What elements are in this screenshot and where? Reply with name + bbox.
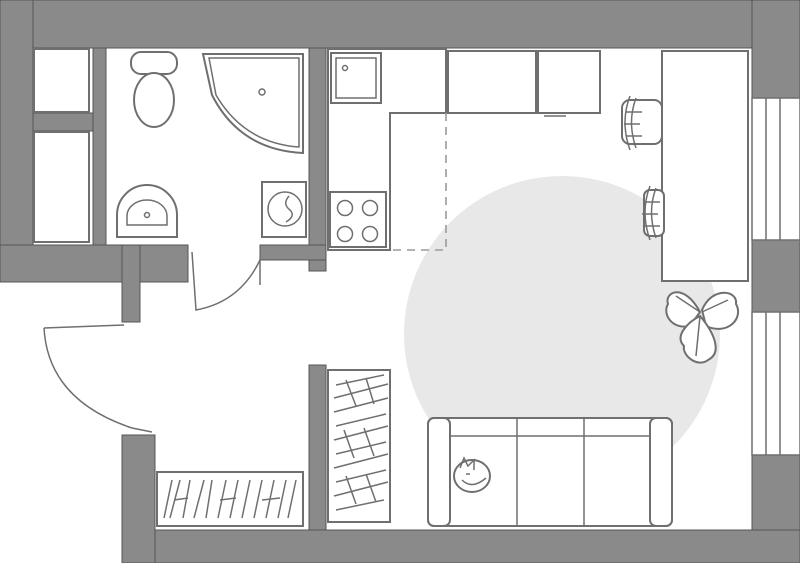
bathroom-sink — [116, 184, 178, 238]
counter-outline — [390, 113, 447, 251]
wall-cabinet-right — [537, 50, 601, 117]
storage-shelf-lower — [33, 131, 90, 243]
storage-shelf-upper — [33, 48, 90, 113]
bathroom-door[interactable] — [191, 251, 261, 311]
bar-stool-lower — [642, 185, 665, 241]
wardrobe — [327, 369, 391, 523]
window-top — [751, 97, 800, 241]
washing-machine — [261, 181, 307, 238]
shoe-rack — [156, 471, 304, 527]
sofa — [427, 417, 673, 527]
toilet — [130, 51, 178, 128]
bar-stool-upper — [621, 95, 663, 151]
cat — [453, 456, 491, 493]
cooktop — [329, 191, 387, 248]
window-bottom — [751, 311, 800, 456]
plant — [665, 291, 739, 364]
entrance-door[interactable] — [43, 324, 153, 433]
wall-cabinet-left — [447, 50, 537, 114]
corner-shower — [201, 53, 304, 155]
round-rug — [404, 176, 720, 492]
kitchen-sink — [330, 52, 382, 104]
bar-counter — [661, 50, 749, 282]
